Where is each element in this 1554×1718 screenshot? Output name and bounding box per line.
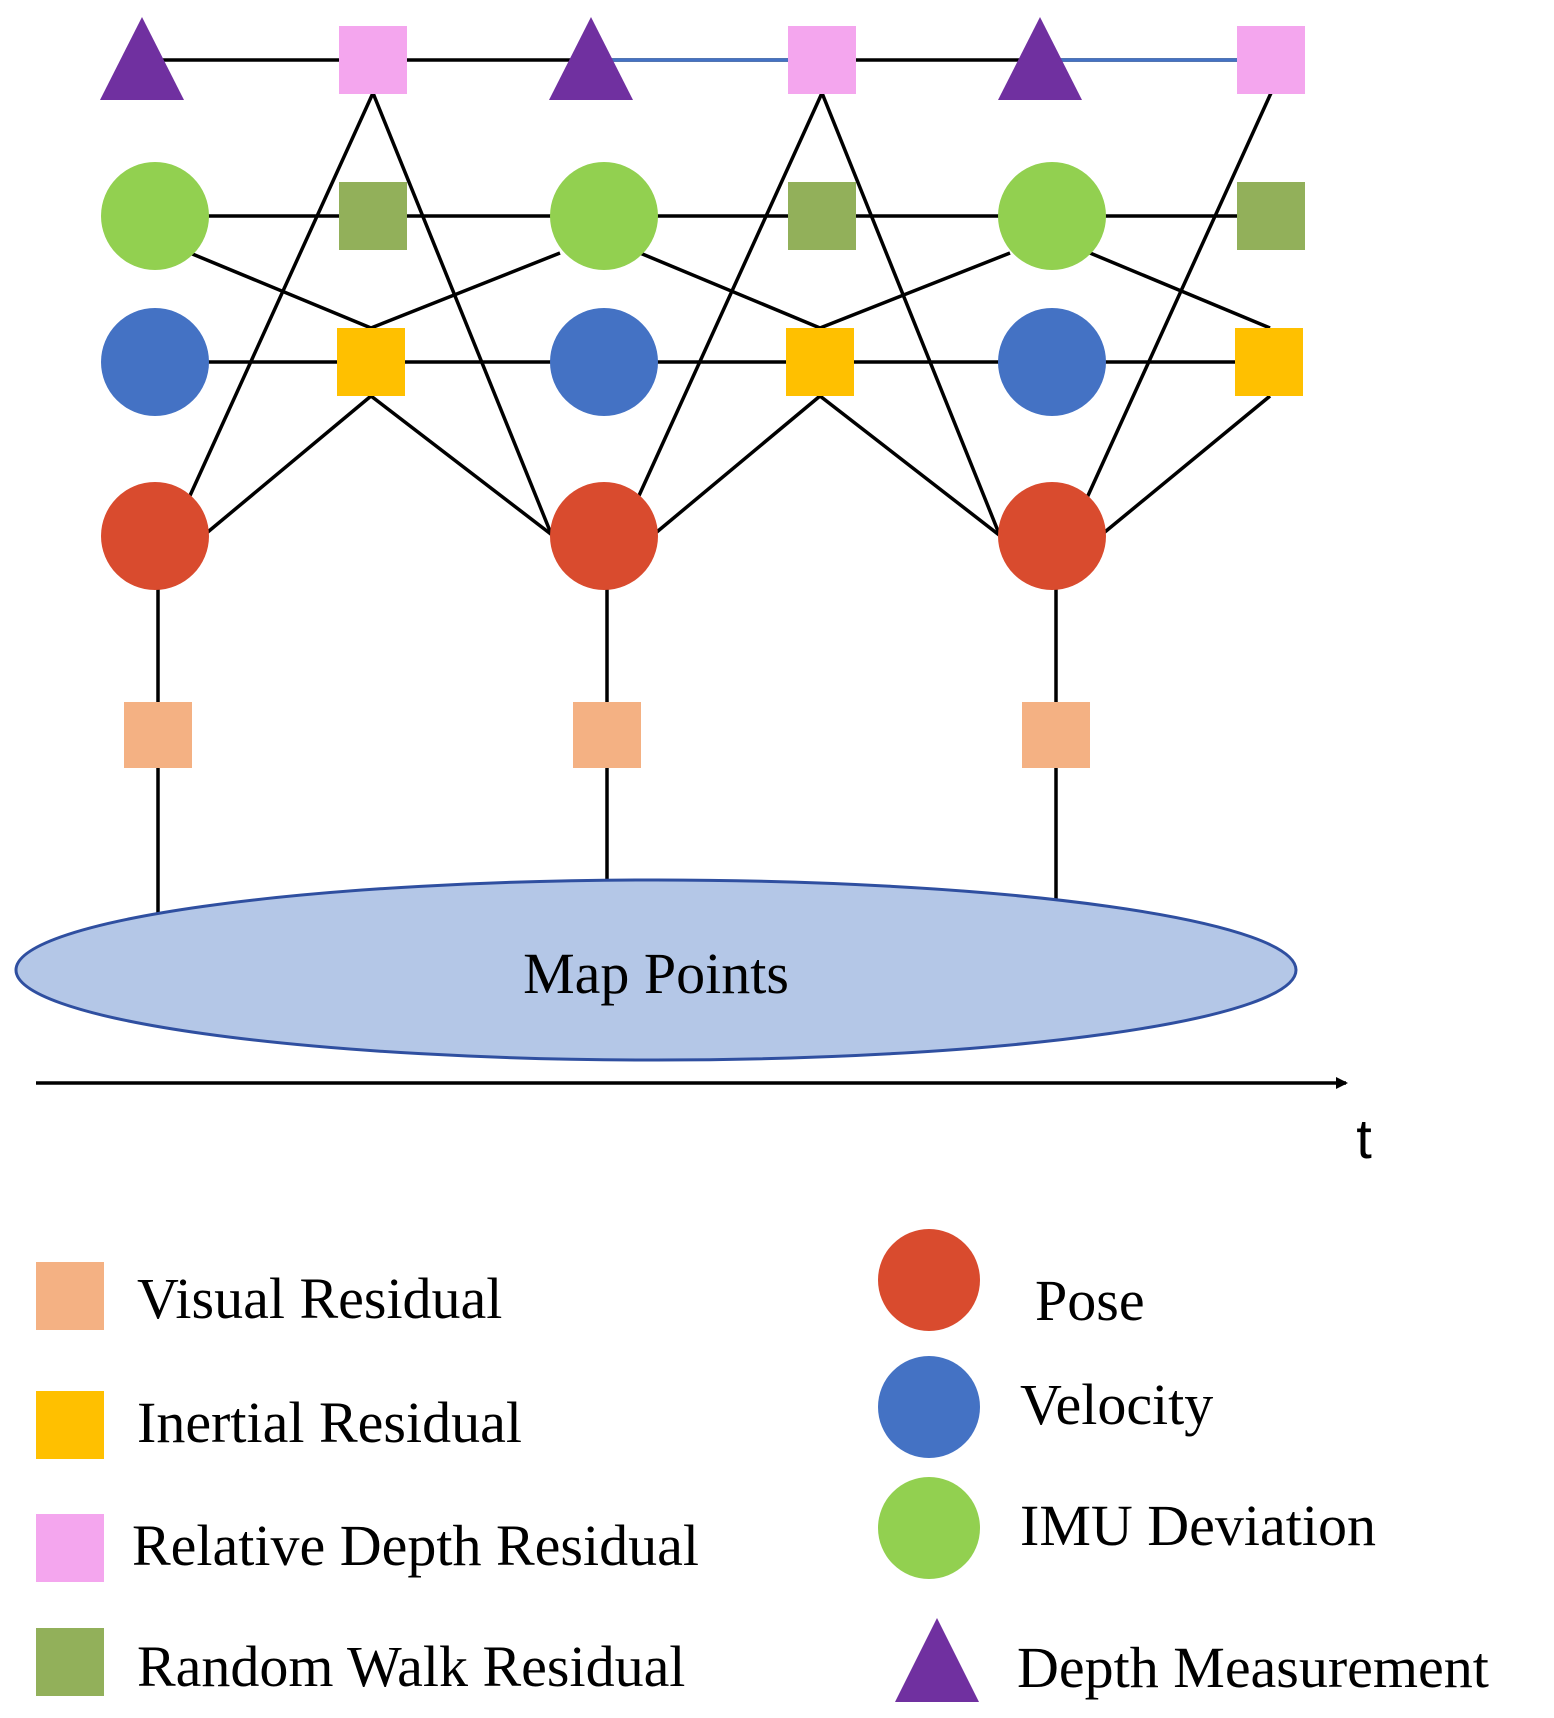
edge xyxy=(819,251,1011,330)
edge xyxy=(639,251,821,330)
legend-depth-measurement-swatch xyxy=(895,1618,979,1702)
edge xyxy=(820,92,1002,537)
map-points-group: Map Points xyxy=(14,878,1298,1062)
legend-pose-label: Pose xyxy=(1035,1268,1145,1333)
legend-velocity-label: Velocity xyxy=(1020,1372,1213,1437)
edge xyxy=(635,92,824,501)
imu-deviation-node xyxy=(998,162,1106,270)
random-walk-residual-node xyxy=(339,182,407,250)
edge xyxy=(370,251,561,330)
map-points-label: Map Points xyxy=(523,941,789,1006)
time-axis-label: t xyxy=(1356,1107,1372,1170)
edge xyxy=(1084,92,1273,501)
legend-imu-deviation-label: IMU Deviation xyxy=(1020,1493,1376,1558)
legend-visual-residual-label: Visual Residual xyxy=(137,1266,502,1331)
edges-layer xyxy=(145,58,1273,916)
edge xyxy=(1098,394,1272,538)
edge xyxy=(371,92,554,537)
relative-depth-residual-node xyxy=(339,26,407,94)
edge xyxy=(189,251,372,330)
visual-residual-node xyxy=(124,702,192,768)
edge xyxy=(650,394,822,538)
relative-depth-residual-node xyxy=(788,26,856,94)
velocity-node xyxy=(550,308,658,416)
pose-node xyxy=(998,482,1106,590)
depth-measurement-node xyxy=(549,17,633,100)
edge xyxy=(201,394,373,538)
edge xyxy=(369,394,558,540)
random-walk-residual-node xyxy=(788,182,856,250)
random-walk-residual-node xyxy=(1237,182,1305,250)
legend-depth-measurement-label: Depth Measurement xyxy=(1017,1635,1489,1700)
legend-inertial-residual-swatch xyxy=(36,1391,104,1459)
legend-relative-depth-residual-label: Relative Depth Residual xyxy=(132,1513,699,1578)
legend-inertial-residual-label: Inertial Residual xyxy=(137,1390,522,1455)
pose-node xyxy=(101,482,209,590)
legend-velocity-swatch xyxy=(878,1356,980,1458)
depth-measurement-node xyxy=(100,17,184,100)
legend-random-walk-residual-swatch xyxy=(36,1628,104,1696)
pose-node xyxy=(550,482,658,590)
edge xyxy=(186,92,375,501)
velocity-node xyxy=(998,308,1106,416)
visual-residual-node xyxy=(1022,702,1090,768)
legend-relative-depth-residual-swatch xyxy=(36,1514,104,1582)
imu-deviation-node xyxy=(101,162,209,270)
depth-measurement-node xyxy=(998,17,1082,100)
inertial-residual-node xyxy=(786,328,854,396)
edge xyxy=(818,394,1005,540)
edge xyxy=(1089,251,1271,330)
legend: Visual Residual Inertial Residual Relati… xyxy=(36,1229,1489,1702)
visual-residual-node xyxy=(573,702,641,768)
legend-imu-deviation-swatch xyxy=(878,1477,980,1579)
legend-pose-swatch xyxy=(878,1229,980,1331)
nodes-layer xyxy=(100,17,1305,768)
legend-visual-residual-swatch xyxy=(36,1262,104,1330)
imu-deviation-node xyxy=(550,162,658,270)
velocity-node xyxy=(101,308,209,416)
time-axis: t xyxy=(36,1077,1372,1170)
relative-depth-residual-node xyxy=(1237,26,1305,94)
map-points-ellipse xyxy=(14,878,1298,1062)
legend-random-walk-residual-label: Random Walk Residual xyxy=(137,1634,685,1699)
inertial-residual-node xyxy=(1235,328,1303,396)
inertial-residual-node xyxy=(337,328,405,396)
